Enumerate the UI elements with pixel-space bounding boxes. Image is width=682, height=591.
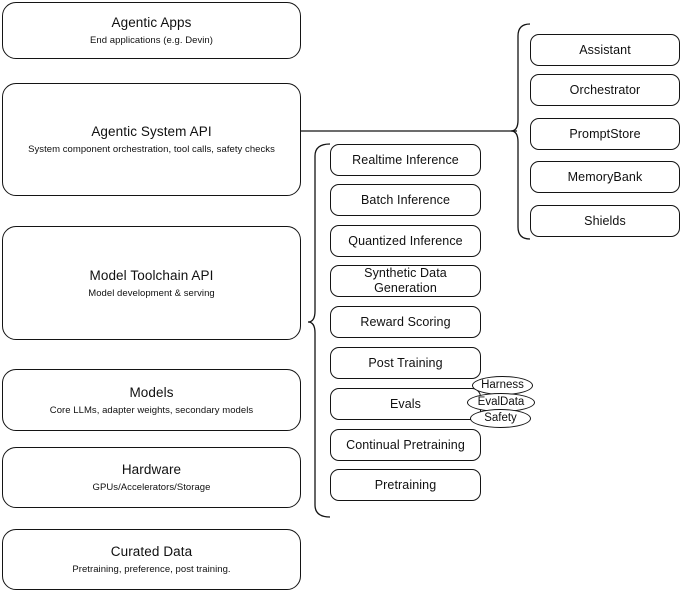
toolchain-item-label: Realtime Inference — [352, 152, 459, 167]
toolchain-item-label: Quantized Inference — [348, 233, 463, 248]
toolchain-item-label: Batch Inference — [360, 192, 451, 207]
system-item-label: Shields — [584, 213, 626, 228]
system-item-orchestrator[interactable]: Orchestrator — [530, 74, 680, 106]
toolchain-item-label: Post Training — [368, 355, 443, 370]
toolchain-item-evals[interactable]: Evals — [330, 388, 481, 420]
toolchain-item-label: Synthetic Data Generation — [364, 266, 447, 295]
stack-layer-subtitle: End applications (e.g. Devin) — [90, 35, 213, 46]
system-item-promptstore[interactable]: PromptStore — [530, 118, 680, 150]
system-item-assistant[interactable]: Assistant — [530, 34, 680, 66]
toolchain-item-pretraining[interactable]: Pretraining — [330, 469, 481, 501]
brace-system-components — [510, 23, 531, 240]
toolchain-item-label: Continual Pretraining — [346, 437, 465, 452]
toolchain-item-quantized-inference[interactable]: Quantized Inference — [330, 225, 481, 257]
toolchain-item-post-training[interactable]: Post Training — [330, 347, 481, 379]
stack-layer-title: Models — [129, 384, 174, 400]
stack-layer-title: Curated Data — [110, 544, 193, 559]
stack-layer-model-toolchain-api[interactable]: Model Toolchain API Model development & … — [2, 226, 301, 340]
stack-layer-title: Agentic Apps — [111, 15, 192, 30]
stack-layer-curated-data[interactable]: Curated Data Pretraining, preference, po… — [2, 529, 301, 590]
stack-layer-subtitle: Pretraining, preference, post training. — [72, 564, 231, 575]
stack-layer-hardware[interactable]: Hardware GPUs/Accelerators/Storage — [2, 447, 301, 508]
system-item-label: Assistant — [579, 42, 631, 57]
system-item-label: PromptStore — [569, 126, 641, 141]
stack-layer-subtitle: GPUs/Accelerators/Storage — [92, 482, 211, 493]
stack-layer-title: Agentic System API — [91, 124, 212, 139]
stack-layer-agentic-system-api[interactable]: Agentic System API System component orch… — [2, 83, 301, 196]
toolchain-item-label: Evals — [389, 396, 422, 411]
toolchain-item-reward-scoring[interactable]: Reward Scoring — [330, 306, 481, 338]
brace-toolchain-components — [307, 143, 331, 518]
system-item-label: Orchestrator — [569, 82, 641, 97]
system-item-shields[interactable]: Shields — [530, 205, 680, 237]
stack-layer-subtitle: System component orchestration, tool cal… — [28, 144, 275, 155]
stack-layer-agentic-apps[interactable]: Agentic Apps End applications (e.g. Devi… — [2, 2, 301, 59]
toolchain-item-label: Pretraining — [374, 477, 437, 492]
toolchain-item-continual-pretraining[interactable]: Continual Pretraining — [330, 429, 481, 461]
eval-tag-safety[interactable]: Safety — [470, 409, 531, 428]
eval-tag-label: Harness — [481, 379, 524, 391]
stack-layer-subtitle: Model development & serving — [88, 287, 215, 299]
eval-tag-label: Safety — [484, 412, 517, 424]
stack-layer-title: Hardware — [121, 462, 182, 477]
stack-layer-subtitle: Core LLMs, adapter weights, secondary mo… — [49, 404, 254, 416]
stack-layer-models[interactable]: Models Core LLMs, adapter weights, secon… — [2, 369, 301, 431]
system-item-memorybank[interactable]: MemoryBank — [530, 161, 680, 193]
eval-tag-label: EvalData — [477, 396, 525, 408]
stack-layer-title: Model Toolchain API — [89, 267, 214, 283]
toolchain-item-label: Reward Scoring — [360, 314, 451, 329]
toolchain-item-realtime-inference[interactable]: Realtime Inference — [330, 144, 481, 176]
toolchain-item-synthetic-data-generation[interactable]: Synthetic Data Generation — [330, 265, 481, 297]
toolchain-item-batch-inference[interactable]: Batch Inference — [330, 184, 481, 216]
system-item-label: MemoryBank — [567, 169, 643, 184]
